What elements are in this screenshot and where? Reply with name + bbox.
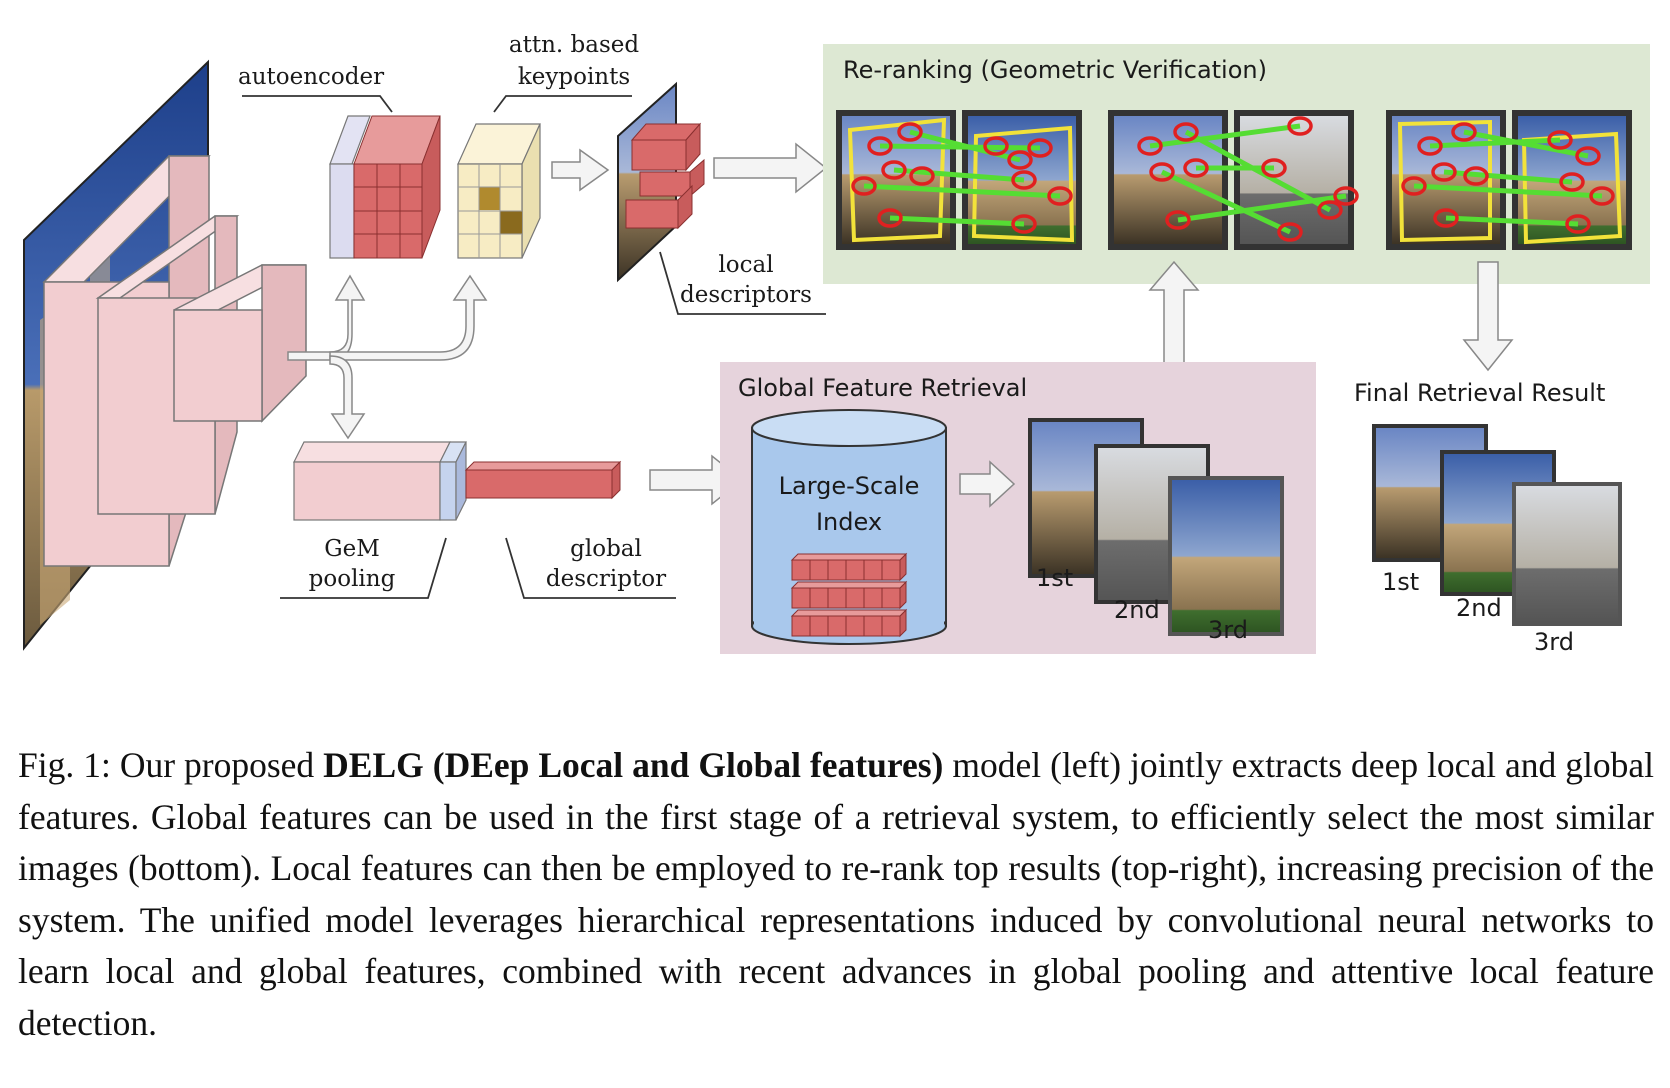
autoencoder-block [329,115,441,259]
caption-bold: DELG (DEep Local and Global features) [323,745,944,785]
cnn-backbone [42,155,307,567]
label-attn-keypoints: attn. based keypoints [493,32,639,113]
label-global-descriptor: global descriptor [505,536,676,599]
arrow-down-to-final [1462,261,1514,372]
arrow-to-local [551,148,610,192]
delg-figure: Re-ranking (Geometric Verification) [23,32,1650,656]
label-gem-pooling: GeM pooling [280,536,447,599]
local-label-line2: descriptors [680,282,812,308]
index-label-line2: Index [816,508,882,536]
final-rank-3: 3rd [1534,628,1574,656]
final-rank-2: 2nd [1456,594,1502,622]
branch-arrows [287,274,488,440]
attn-label-line2: keypoints [518,64,630,90]
global-descriptor-bar [464,460,622,500]
global-label-line1: global [570,536,642,562]
reranking-pair-3 [1386,110,1632,250]
global-label-line2: descriptor [546,566,666,592]
attention-block [457,123,541,259]
local-label-line1: local [718,252,773,278]
final-result-title: Final Retrieval Result [1354,379,1605,407]
autoencoder-label: autoencoder [238,64,384,90]
reranking-pair-2 [1108,110,1359,250]
global-rank-1: 1st [1036,564,1073,592]
global-rank-2: 2nd [1114,596,1160,624]
large-scale-index: Large-Scale Index [751,409,947,645]
label-autoencoder: autoencoder [238,64,393,113]
arrow-index-to-results [959,460,1016,508]
attn-label-line1: attn. based [509,32,639,58]
gem-label-line1: GeM [324,536,380,562]
final-rank-1: 1st [1382,568,1419,596]
label-local-descriptors: local descriptors [659,251,826,315]
global-rank-3: 3rd [1208,616,1248,644]
global-retrieval-title: Global Feature Retrieval [738,374,1027,402]
index-label-line1: Large-Scale [779,472,920,500]
arrow-to-reranking [713,142,828,194]
global-results-stack [1028,418,1284,636]
caption-prefix: Fig. 1: Our proposed [18,745,324,785]
final-results-stack [1372,424,1622,626]
reranking-pair-1 [836,110,1082,250]
caption-text: model (left) jointly extracts deep local… [18,745,1655,1043]
reranking-title: Re-ranking (Geometric Verification) [843,56,1267,84]
local-descriptors [617,81,705,283]
gem-pooling-block [293,441,467,521]
figure-caption: Fig. 1: Our proposed DELG (DEep Local an… [18,740,1654,1049]
gem-label-line2: pooling [309,566,396,592]
arrow-up-to-reranking [1148,260,1200,375]
